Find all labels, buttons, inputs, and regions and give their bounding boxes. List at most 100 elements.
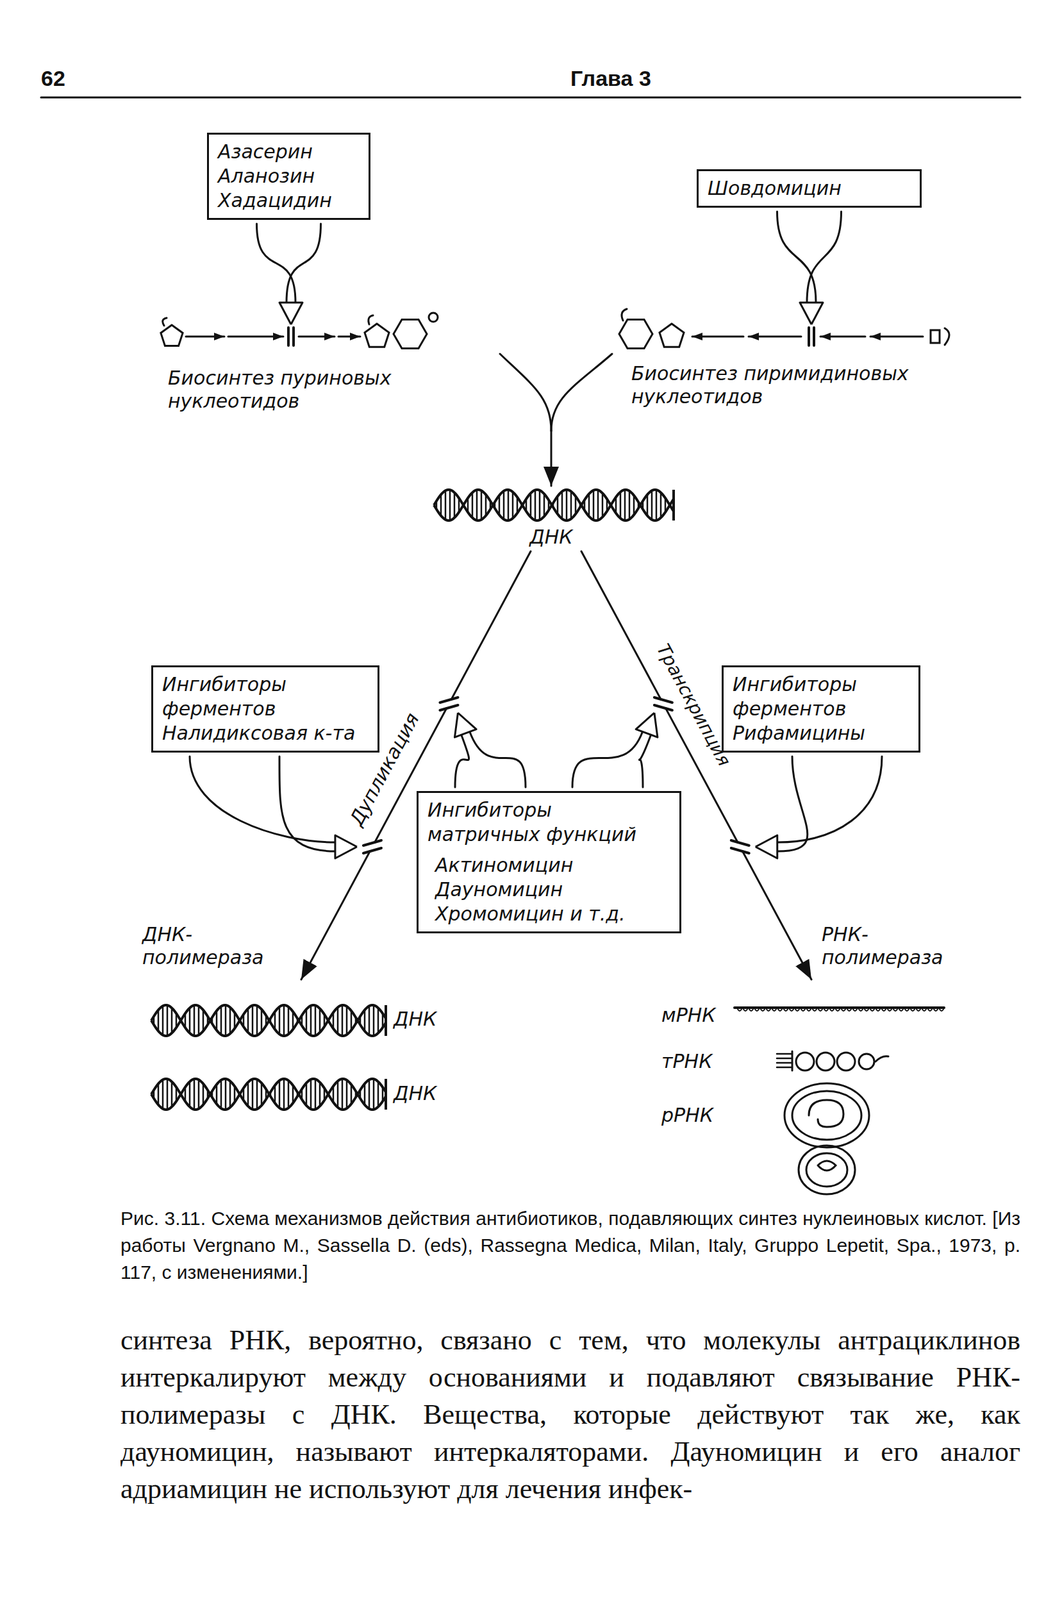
mrna-base [921, 1007, 927, 1011]
base-pair [207, 1090, 209, 1099]
pathway-arrow [298, 335, 335, 338]
base-pair [543, 493, 546, 516]
base-pair [247, 1008, 250, 1032]
base-pair [651, 490, 654, 520]
base-pair [328, 1092, 331, 1095]
base-pair [323, 1087, 326, 1100]
base-pair [198, 1079, 200, 1109]
mrna-base [800, 1007, 806, 1011]
base-pair [476, 489, 479, 521]
hollow-arrow-head [335, 835, 357, 859]
base-pair [332, 1086, 335, 1103]
mrna-base [852, 1007, 858, 1011]
base-pair [453, 492, 456, 518]
base-pair [512, 491, 515, 518]
box-text: Рифамицины [732, 721, 910, 746]
inhibitor-arrow [777, 756, 882, 843]
base-pair [215, 1084, 218, 1104]
base-pair [494, 501, 497, 509]
base-pair [224, 1004, 227, 1036]
base-pair [292, 1085, 295, 1104]
base-pair [189, 1081, 191, 1107]
box-text: Аланозин [217, 164, 360, 189]
base-pair [597, 490, 600, 521]
base-pair [153, 1090, 156, 1099]
dna-strand [151, 1004, 386, 1036]
mrna-base [823, 1007, 829, 1011]
pyrimidine-precursor [944, 328, 950, 345]
base-pair [539, 490, 541, 520]
dna-helix [433, 489, 674, 521]
inhibitor-arrow [469, 731, 526, 788]
base-pair [260, 1008, 263, 1032]
base-pair [242, 1087, 245, 1100]
inhibitor-arrow [257, 223, 297, 303]
base-pair [373, 1004, 375, 1036]
base-pair [171, 1081, 174, 1107]
converging-arrow [551, 353, 613, 431]
base-pair [449, 489, 452, 521]
pyrimidine-molecule [619, 319, 653, 349]
base-pair [368, 1079, 371, 1109]
block-mark [439, 697, 458, 703]
base-pair [583, 499, 586, 511]
base-pair [233, 1086, 236, 1103]
base-pair [346, 1079, 349, 1109]
inhibitor-arrow [286, 223, 322, 303]
purine-molecule [364, 323, 390, 347]
inhibitor-arrow [572, 731, 643, 788]
base-pair [660, 492, 663, 518]
base-pair [184, 1013, 187, 1028]
mrna-base [863, 1007, 870, 1011]
base-pair [175, 1013, 178, 1028]
box-text: Налидиксовая к-та [162, 721, 369, 746]
base-pair [202, 1010, 205, 1032]
base-pair [507, 489, 510, 521]
base-pair [381, 1087, 384, 1102]
base-pair [233, 1012, 236, 1029]
inhibitor-arrow [455, 734, 470, 788]
trna-loop [858, 1053, 875, 1070]
base-pair [628, 490, 631, 520]
rrna-loop [792, 1090, 862, 1140]
base-pair [471, 492, 474, 518]
base-pair [364, 1083, 366, 1105]
rrna-loop [806, 1153, 848, 1187]
antibiotic-box: Ингибиторы ферментовРифамицины [721, 665, 921, 753]
base-pair [153, 1016, 156, 1025]
base-pair [377, 1007, 380, 1033]
inhibitor-arrow [639, 734, 651, 788]
pathway-arrow [185, 335, 225, 338]
pathway-arrow [748, 335, 802, 338]
base-pair [637, 501, 640, 509]
inhibitor-arrow [777, 211, 817, 303]
dna-helix [151, 1078, 386, 1110]
mrna-base [840, 1007, 847, 1011]
mrna-base [812, 1007, 818, 1011]
base-pair [498, 495, 501, 515]
box-heading: Шовдомицин [707, 176, 911, 201]
base-pair [301, 1088, 304, 1100]
mrna-base [910, 1007, 916, 1011]
mrna-base [760, 1007, 766, 1011]
base-pair [503, 490, 506, 520]
base-pair [565, 489, 568, 521]
figure-caption: Рис. 3.11. Схема механизмов действия ант… [120, 1204, 1021, 1286]
pyrimidine-precursor [930, 330, 940, 343]
base-pair [341, 1078, 344, 1110]
base-pair [314, 1005, 317, 1036]
mrna-base [794, 1007, 800, 1011]
base-pair [489, 501, 492, 510]
dna-strand [151, 1004, 386, 1036]
pathway-arrow [870, 335, 923, 338]
base-pair [229, 1080, 232, 1107]
base-pair [278, 1080, 281, 1109]
base-pair [561, 491, 564, 520]
dna-strand [151, 1078, 386, 1110]
base-pair [166, 1004, 169, 1036]
base-pair [444, 490, 447, 520]
base-pair [368, 1005, 371, 1035]
mrna-base [771, 1007, 777, 1011]
base-pair [265, 1015, 268, 1026]
base-pair [570, 491, 573, 520]
